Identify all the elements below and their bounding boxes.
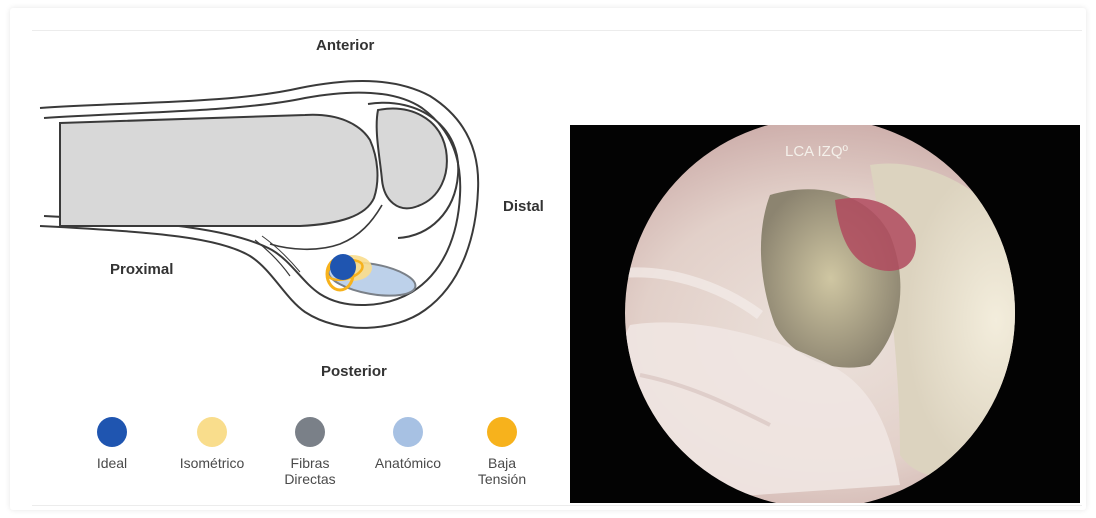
label-anterior: Anterior <box>316 37 374 54</box>
condyle <box>377 109 447 209</box>
femur-diagram <box>0 0 560 400</box>
label-distal: Distal <box>503 198 544 215</box>
legend-swatch-baja-tension <box>487 417 517 447</box>
legend-label-isometrico: Isométrico <box>157 455 267 471</box>
legend-swatch-anatomico <box>393 417 423 447</box>
bone-shaft <box>60 115 377 226</box>
legend-swatch-ideal <box>97 417 127 447</box>
notch-line-3 <box>262 236 300 272</box>
legend-item-ideal: Ideal <box>57 417 167 471</box>
label-posterior: Posterior <box>321 363 387 380</box>
legend-label-fibras-directas: Fibras Directas <box>255 455 365 487</box>
legend-swatch-isometrico <box>197 417 227 447</box>
arthroscopy-image <box>570 125 1080 503</box>
photo-caption: LCA IZQº <box>785 143 848 160</box>
legend-swatch-fibras-directas <box>295 417 325 447</box>
legend-label-baja-tension: Baja Tensión <box>447 455 557 487</box>
legend-label-ideal: Ideal <box>57 455 167 471</box>
label-proximal: Proximal <box>110 261 173 278</box>
ideal-footprint <box>330 254 356 280</box>
arthroscopy-view <box>570 125 1080 503</box>
legend-item-isometrico: Isométrico <box>157 417 267 471</box>
legend-item-baja-tension: Baja Tensión <box>447 417 557 487</box>
legend-item-fibras-directas: Fibras Directas <box>255 417 365 487</box>
